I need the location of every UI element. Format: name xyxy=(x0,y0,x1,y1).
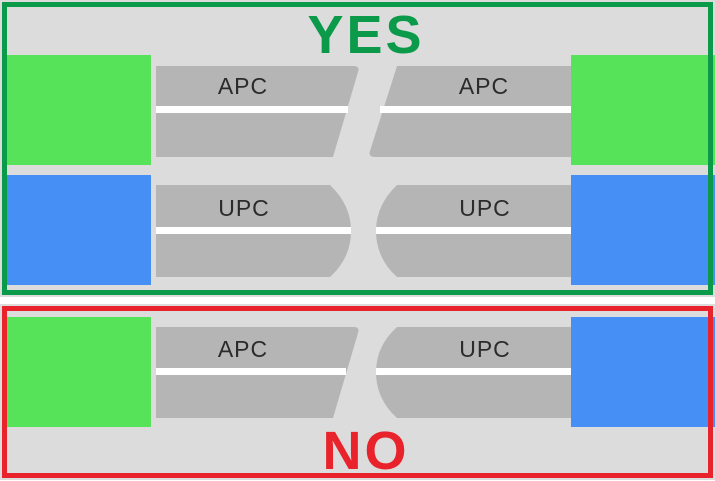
ferrule-label-apc-left: APC xyxy=(218,73,268,99)
ferrule-label-upc-right: UPC xyxy=(459,195,511,221)
ferrule-label-upc-left: UPC xyxy=(218,195,270,221)
upc-connector-body-right xyxy=(571,175,715,285)
upc-connector-body-left xyxy=(7,175,151,285)
fiber-line xyxy=(380,106,571,113)
ferrule-label-apc-right: APC xyxy=(459,73,509,99)
fiber-line xyxy=(156,106,348,113)
upc-connector-body-right-no xyxy=(571,317,715,427)
apc-connector-body-left xyxy=(7,55,151,165)
apc-connector-body-right xyxy=(571,55,715,165)
fiber-line xyxy=(376,227,571,234)
fiber-line xyxy=(376,368,571,375)
ferrule-label-upc-right-no: UPC xyxy=(459,336,511,362)
fiber-line xyxy=(156,227,351,234)
fiber-line xyxy=(156,368,346,375)
ferrule-label-apc-left-no: APC xyxy=(218,336,268,362)
yes-heading: YES xyxy=(307,5,425,65)
no-heading: NO xyxy=(322,421,410,481)
apc-connector-body-left-no xyxy=(7,317,151,427)
